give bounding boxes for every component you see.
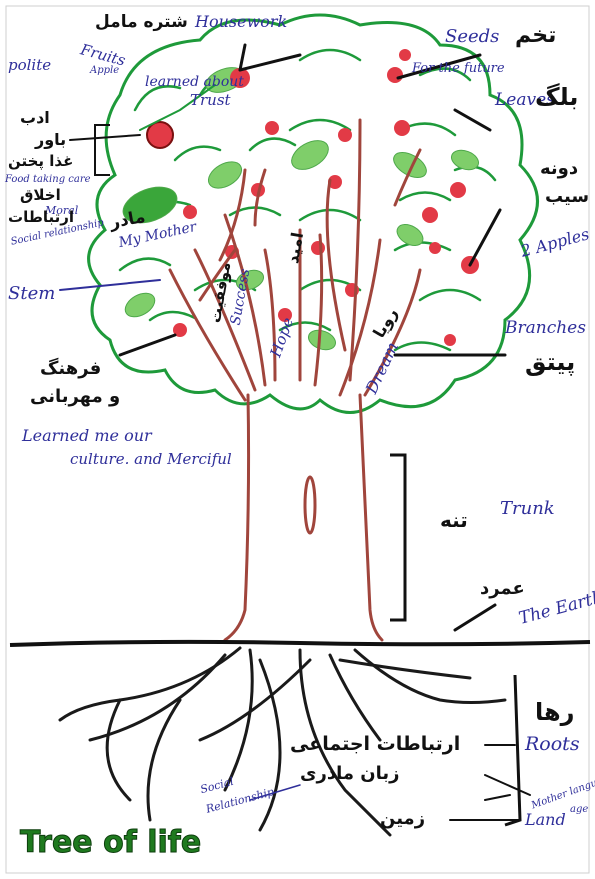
page-title: Tree of life: [20, 828, 201, 858]
label-housework: Housework: [195, 14, 287, 30]
label-branches: Branches: [505, 320, 586, 337]
label-mother-language-2: age: [570, 805, 588, 815]
label-stem: Stem: [8, 285, 55, 303]
farsi-roots-3: زمین: [380, 810, 425, 828]
farsi-culture-2: و مهربانی: [30, 388, 120, 406]
label-land: Land: [525, 812, 566, 828]
farsi-housework: شتره مامل: [95, 14, 188, 31]
trunk: [225, 395, 382, 640]
farsi-roots-2: زبان مادری: [300, 765, 400, 783]
label-culture-2: culture. and Merciful: [70, 452, 232, 467]
ground-line: [10, 642, 590, 645]
label-food: Food taking care: [5, 175, 91, 185]
label-fruits-apple: Apple: [90, 66, 119, 76]
farsi-food: غذا پختن: [8, 154, 73, 169]
label-seeds: Seeds: [445, 28, 499, 46]
farsi-polite: ادب: [20, 110, 50, 126]
farsi-moral: اخلاق: [20, 188, 61, 203]
label-culture-1: Learned me our: [22, 428, 152, 444]
farsi-trust: باور: [35, 132, 66, 148]
farsi-trunk: تنه: [440, 510, 468, 530]
farsi-branches: پیتق: [525, 350, 575, 374]
label-trunk: Trunk: [500, 500, 555, 518]
farsi-culture-1: فرهنگ: [40, 360, 101, 378]
farsi-two-apples-1: دونه: [540, 160, 578, 178]
label-trust: Trust: [190, 93, 231, 108]
farsi-roots-1: ارتباطات اجتماعی: [290, 735, 460, 754]
label-learned-about: learned about: [145, 75, 244, 89]
farsi-earth: عمرد: [480, 580, 525, 598]
label-for-the-future: For the future: [412, 62, 505, 75]
farsi-seeds: تخم: [515, 25, 556, 47]
farsi-social: ارتباطات: [8, 210, 74, 225]
farsi-two-apples-2: سیب: [545, 188, 589, 206]
label-polite: polite: [8, 58, 51, 73]
label-roots: Roots: [525, 735, 580, 754]
farsi-roots: رها: [535, 700, 574, 724]
farsi-leaves: بلگ: [535, 85, 578, 109]
